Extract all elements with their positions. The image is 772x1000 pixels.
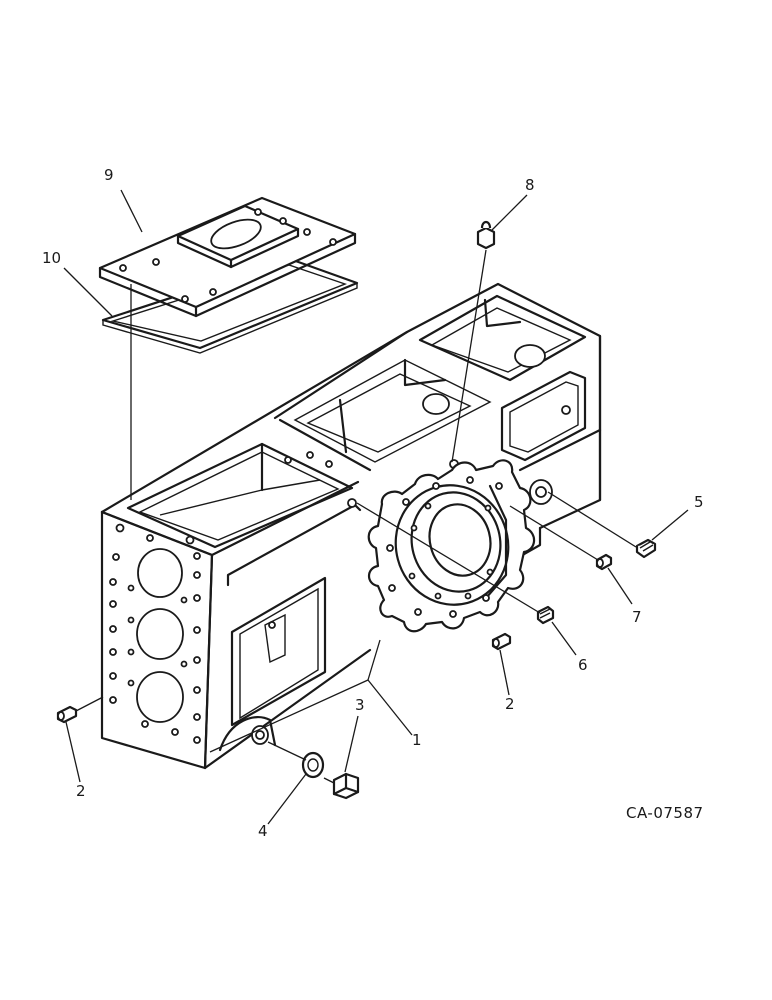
drain-plug-part-3 [323, 772, 360, 800]
set-screw-part-6 [536, 605, 555, 625]
callout-9: 9 [104, 166, 114, 184]
drawing-number: CA-07587 [626, 804, 704, 822]
callout-1: 1 [412, 731, 422, 749]
grease-fitting-part-8 [476, 220, 496, 250]
callout-leaders [63, 189, 689, 825]
callout-7: 7 [632, 608, 642, 626]
callout-4: 4 [258, 822, 268, 840]
dowel-pin-part-2-right [491, 632, 512, 651]
washer-part-4 [301, 751, 325, 779]
left-pin-alignment-line [75, 696, 104, 712]
screw-alignment-line [356, 502, 541, 614]
plug-part-5 [635, 538, 657, 559]
pin-alignment-line [509, 505, 599, 561]
side-flange [367, 459, 536, 633]
callout-2-left: 2 [76, 782, 86, 800]
washer-alignment-line [267, 741, 307, 761]
callout-2-right: 2 [505, 695, 515, 713]
dowel-pin-part-7 [595, 553, 613, 571]
fitting-alignment-line [451, 249, 487, 463]
housing-part-1 [100, 282, 602, 770]
callout-5: 5 [694, 493, 704, 511]
callout-3: 3 [355, 696, 365, 714]
dowel-pin-part-2-left [56, 705, 78, 724]
callout-8: 8 [525, 176, 535, 194]
housing-front-bores [109, 523, 201, 744]
callout-10: 10 [42, 249, 61, 267]
callout-6: 6 [578, 656, 588, 674]
cover-plate-part-9 [98, 196, 357, 318]
plug-alignment-line [547, 491, 637, 548]
